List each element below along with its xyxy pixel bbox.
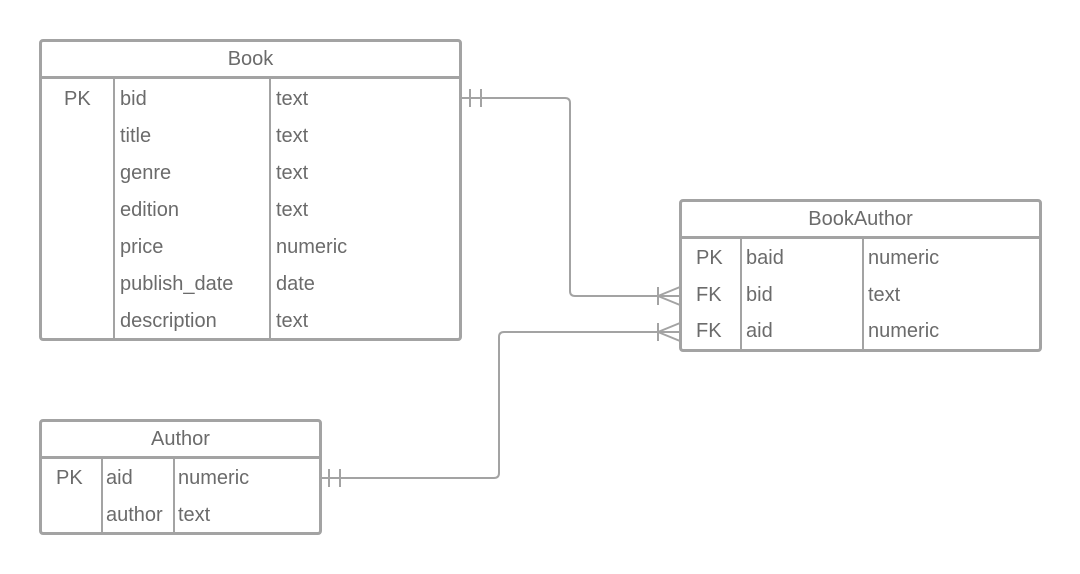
attribute-row: genre text — [42, 163, 459, 187]
column-divider — [862, 239, 864, 349]
attribute-name: genre — [120, 162, 172, 184]
many-marker-bookauthor-aid-prong-top — [657, 322, 681, 333]
attribute-row: description text — [42, 311, 459, 335]
attribute-type: numeric — [868, 247, 940, 269]
attribute-row: FK aid numeric — [682, 321, 1039, 345]
entity-author[interactable]: Author PK aid numeric author text — [39, 419, 322, 535]
entity-title: Book — [42, 42, 459, 79]
attribute-name: bid — [746, 284, 773, 306]
attribute-type: numeric — [178, 467, 250, 489]
entity-bookauthor[interactable]: BookAuthor PK baid numeric FK bid text F… — [679, 199, 1042, 352]
attribute-name: publish_date — [120, 273, 234, 295]
attribute-name: author — [106, 504, 163, 526]
attribute-type: text — [276, 162, 309, 184]
attribute-type: numeric — [276, 236, 348, 258]
key-cell: FK — [696, 284, 722, 306]
attribute-type: numeric — [868, 320, 940, 342]
entity-title: Author — [42, 422, 319, 459]
entity-body: PK baid numeric FK bid text FK aid numer… — [682, 239, 1039, 349]
key-cell: PK — [56, 467, 83, 489]
attribute-name: description — [120, 310, 217, 332]
attribute-row: price numeric — [42, 237, 459, 261]
attribute-type: text — [276, 310, 309, 332]
key-cell: PK — [64, 88, 91, 110]
many-marker-bookauthor-aid-prong-bottom — [657, 331, 681, 342]
attribute-name: aid — [106, 467, 133, 489]
entity-title: BookAuthor — [682, 202, 1039, 239]
many-marker-bookauthor-bid-prong-bottom — [657, 295, 681, 306]
attribute-name: aid — [746, 320, 773, 342]
entity-body: PK aid numeric author text — [42, 459, 319, 532]
attribute-row: PK baid numeric — [682, 248, 1039, 272]
attribute-type: text — [276, 199, 309, 221]
key-cell: PK — [696, 247, 723, 269]
attribute-row: edition text — [42, 200, 459, 224]
column-divider — [173, 459, 175, 532]
attribute-row: PK bid text — [42, 89, 459, 113]
many-marker-bookauthor-bid-prong-top — [657, 286, 681, 297]
attribute-name: edition — [120, 199, 179, 221]
column-divider — [113, 79, 115, 338]
attribute-type: text — [178, 504, 211, 526]
attribute-name: price — [120, 236, 164, 258]
relationship-book-bookauthor — [461, 97, 680, 297]
column-divider — [269, 79, 271, 338]
attribute-type: date — [276, 273, 315, 295]
attribute-row: FK bid text — [682, 285, 1039, 309]
key-cell: FK — [696, 320, 722, 342]
attribute-row: author text — [42, 505, 319, 529]
attribute-type: text — [868, 284, 901, 306]
attribute-type: text — [276, 125, 309, 147]
entity-book[interactable]: Book PK bid text title text genre text e — [39, 39, 462, 341]
attribute-name: bid — [120, 88, 147, 110]
relationship-author-bookauthor — [321, 331, 680, 479]
entity-body: PK bid text title text genre text editio… — [42, 79, 459, 338]
attribute-type: text — [276, 88, 309, 110]
attribute-name: baid — [746, 247, 784, 269]
attribute-name: title — [120, 125, 152, 147]
attribute-row: title text — [42, 126, 459, 150]
attribute-row: publish_date date — [42, 274, 459, 298]
column-divider — [101, 459, 103, 532]
column-divider — [740, 239, 742, 349]
attribute-row: PK aid numeric — [42, 468, 319, 492]
